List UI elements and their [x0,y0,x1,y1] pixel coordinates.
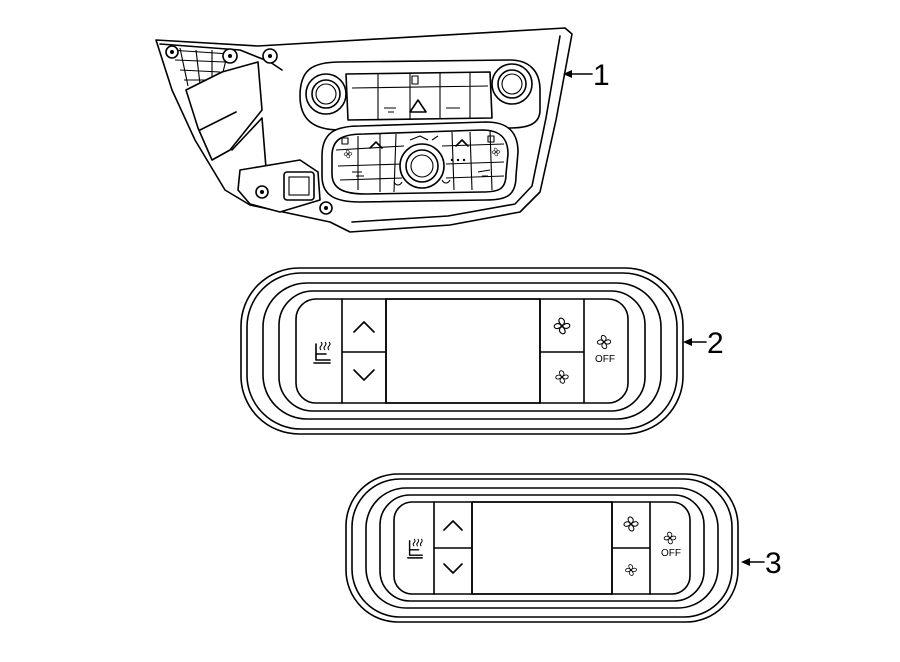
rear-climate-panel-large: OFF [240,267,684,435]
fan-off-label: OFF [595,354,615,365]
right-tune-knob[interactable] [491,63,533,105]
temp-up-button[interactable] [443,520,463,531]
callout-1: 1 [563,59,610,92]
fan-off-label: OFF [661,548,681,559]
callout-3: 3 [741,547,782,580]
callout-label-3: 3 [765,547,782,580]
chevron-down-icon [443,563,463,574]
fan-off-button[interactable]: OFF [661,531,681,559]
display-screen [385,298,541,404]
temp-up-button[interactable] [353,321,375,333]
temp-down-button[interactable] [443,563,463,574]
center-temp-knob[interactable] [399,143,445,189]
mounting-bracket [159,43,333,215]
rear-climate-panel-small: OFF [345,473,739,623]
left-volume-knob[interactable] [305,73,347,115]
chevron-up-icon [443,520,463,531]
hvac-control-bezel [155,27,573,233]
callout-label-2: 2 [707,327,724,360]
callout-label-1: 1 [593,59,610,92]
chevron-down-icon [353,369,375,381]
chevron-up-icon [353,321,375,333]
callout-2: 2 [683,327,724,360]
display-screen [471,501,613,595]
fan-off-button[interactable]: OFF [595,334,615,365]
hazard-button[interactable] [409,99,427,113]
temp-down-button[interactable] [353,369,375,381]
